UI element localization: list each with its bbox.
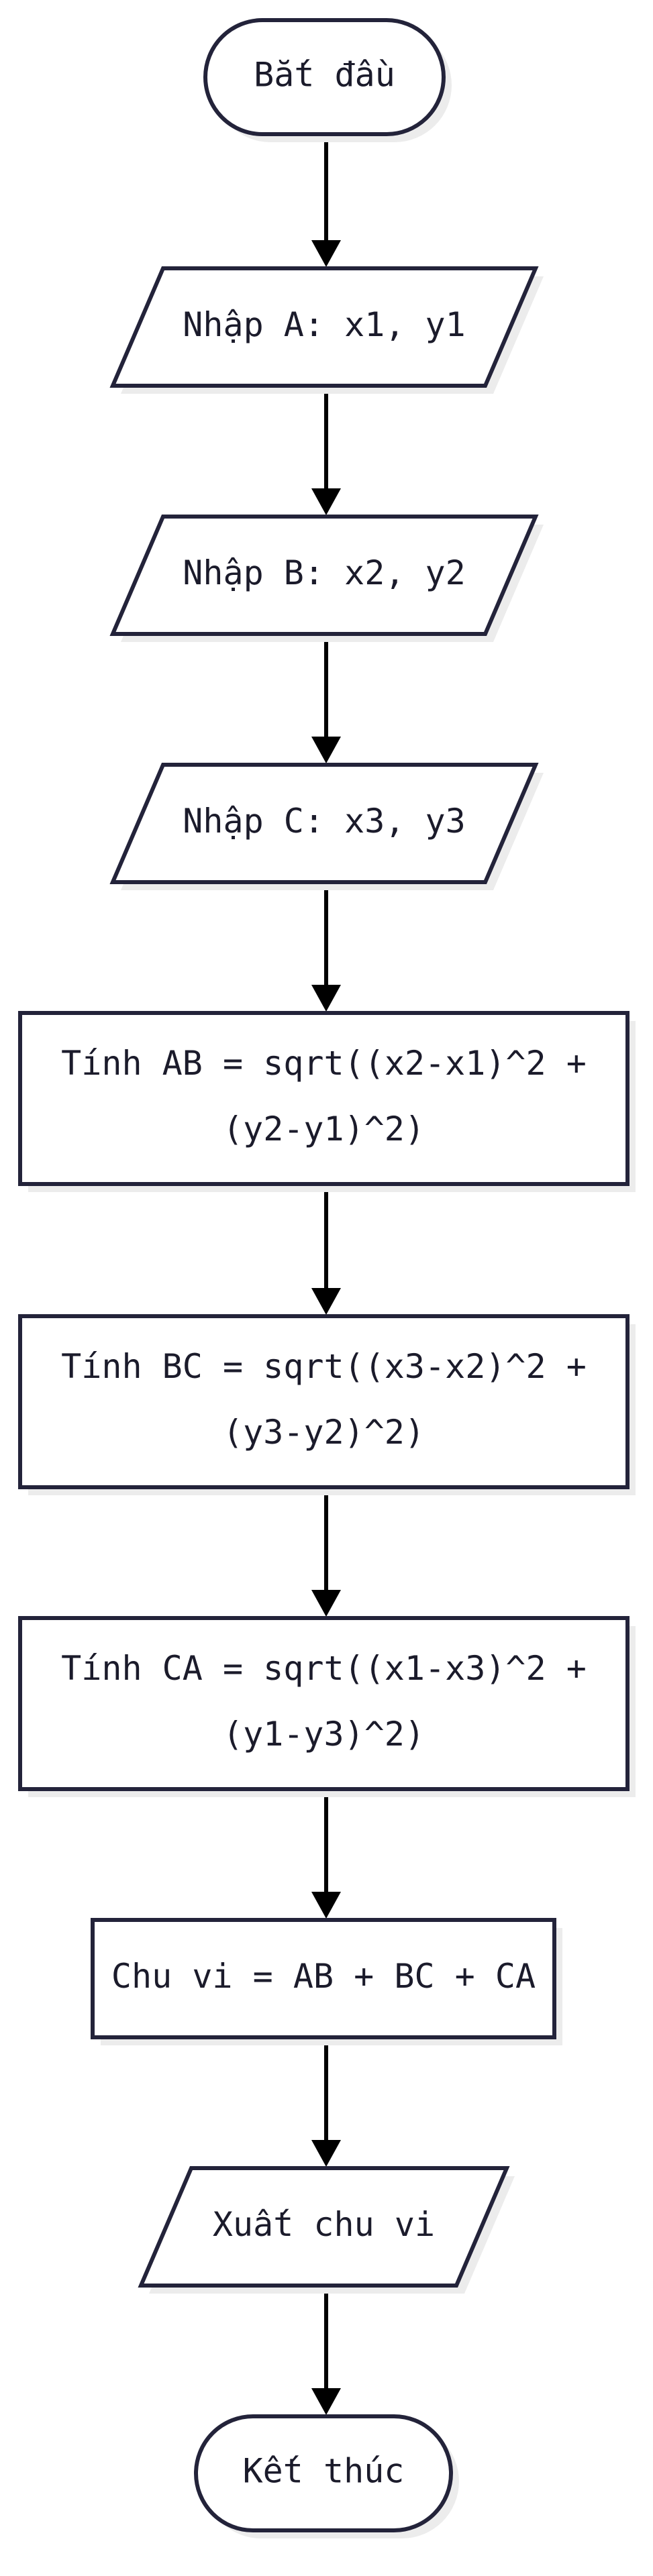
arrow-output-to-end — [311, 2286, 341, 2415]
end-node-shape — [194, 2414, 453, 2532]
calc-ab-node: Tính AB = sqrt((x2-x1)^2 + (y2-y1)^2) — [18, 1011, 636, 1192]
calc-ca-node-shape — [18, 1616, 630, 1791]
calc-bc-node: Tính BC = sqrt((x3-x2)^2 + (y3-y2)^2) — [18, 1314, 636, 1495]
calc-bc-node-shape — [18, 1314, 630, 1489]
input-b-node-shape — [109, 515, 539, 636]
arrow-calc_ca-to-perimeter — [311, 1789, 341, 1919]
input-b-node-label-line-1: Nhập B: x2, y2 — [183, 553, 465, 592]
arrow-calc_bc-to-calc_ca — [311, 1487, 341, 1617]
input-c-node: Nhập C: x3, y3 — [109, 763, 544, 890]
arrow-input_c-to-calc_ab — [311, 882, 341, 1012]
perimeter-node-label-line-1: Chu vi = AB + BC + CA — [111, 1957, 536, 1996]
calc-bc-node-label-line-1: Tính BC = sqrt((x3-x2)^2 + — [61, 1347, 587, 1386]
output-node-label-line-1: Xuất chu vi — [213, 2205, 435, 2244]
end-node: Kết thúc — [194, 2414, 459, 2538]
input-a-node-label-line-1: Nhập A: x1, y1 — [183, 305, 465, 344]
perimeter-node: Chu vi = AB + BC + CA — [91, 1918, 562, 2045]
connectors — [311, 134, 341, 2415]
calc-ca-node-label-line-2: (y1-y3)^2) — [223, 1715, 425, 1754]
arrow-perimeter-to-output — [311, 2037, 341, 2167]
arrow-input_b-to-input_c — [311, 634, 341, 763]
perimeter-node-shape — [91, 1918, 556, 2039]
calc-ab-node-shape — [18, 1011, 630, 1186]
start-node-label-line-1: Bắt đầu — [254, 56, 395, 95]
start-node-shape — [203, 18, 446, 136]
start-node: Bắt đầu — [203, 18, 452, 142]
input-c-node-shape — [109, 763, 539, 884]
output-node: Xuất chu vi — [138, 2166, 515, 2294]
calc-ca-node-label-line-1: Tính CA = sqrt((x1-x3)^2 + — [61, 1649, 587, 1688]
arrow-calc_ab-to-calc_bc — [311, 1184, 341, 1315]
input-b-node: Nhập B: x2, y2 — [109, 515, 544, 642]
input-a-node: Nhập A: x1, y1 — [109, 266, 544, 394]
input-a-node-shape — [109, 266, 539, 388]
calc-bc-node-label-line-2: (y3-y2)^2) — [223, 1413, 425, 1452]
calc-ca-node: Tính CA = sqrt((x1-x3)^2 + (y1-y3)^2) — [18, 1616, 636, 1797]
arrow-input_a-to-input_b — [311, 386, 341, 515]
calc-ab-node-label-line-2: (y2-y1)^2) — [223, 1110, 425, 1148]
arrow-start-to-input_a — [311, 134, 341, 267]
output-node-shape — [138, 2166, 510, 2288]
calc-ab-node-label-line-1: Tính AB = sqrt((x2-x1)^2 + — [61, 1044, 587, 1083]
input-c-node-label-line-1: Nhập C: x3, y3 — [183, 802, 465, 841]
end-node-label-line-1: Kết thúc — [243, 2452, 405, 2491]
